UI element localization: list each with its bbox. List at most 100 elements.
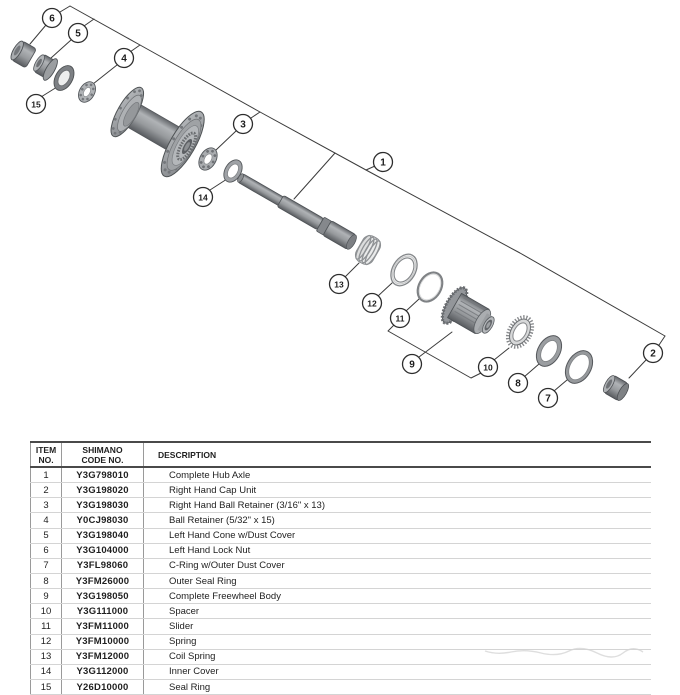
callout-15: 15 <box>25 93 47 115</box>
spoke-hole <box>119 106 122 110</box>
cell-description: Seal Ring <box>143 679 651 695</box>
leader-line <box>29 24 47 45</box>
retainer-balls <box>79 83 95 101</box>
cell-shimano-code: Y3G198050 <box>61 588 144 605</box>
callout-14: 14 <box>192 186 214 208</box>
cell-item-no: 11 <box>30 618 62 635</box>
part-freewheel-body <box>440 286 495 335</box>
leader-line <box>418 331 453 358</box>
leader-line <box>344 262 360 278</box>
cell-item-no: 10 <box>30 603 62 620</box>
callout-circle <box>25 93 47 115</box>
cell-description: Right Hand Ball Retainer (3/16" x 13) <box>143 497 651 514</box>
leader-line <box>553 379 568 392</box>
leader-line <box>215 130 237 151</box>
cell-description: Left Hand Lock Nut <box>143 543 651 559</box>
cell-description: Outer Seal Ring <box>143 573 651 590</box>
callout-number: 3 <box>240 119 246 130</box>
leader-line <box>365 165 376 171</box>
cell-shimano-code: Y3G198030 <box>61 497 144 514</box>
cell-description: Right Hand Cap Unit <box>143 482 651 499</box>
callout-number: 4 <box>121 53 127 64</box>
spoke-hole <box>194 114 198 118</box>
spoke-hole <box>166 149 170 153</box>
cell-shimano-code: Y3FL98060 <box>61 558 144 574</box>
cell-description: Slider <box>143 618 651 635</box>
callout-circle <box>41 7 63 29</box>
callout-10: 10 <box>477 356 499 378</box>
leader-line <box>658 335 666 346</box>
leader-line <box>69 5 666 337</box>
callout-circle <box>232 113 254 135</box>
parts-catalog-page: { "colors": { "background": "#ffffff", "… <box>10 5 666 695</box>
part-spacer <box>505 315 535 349</box>
leader-line <box>209 178 228 191</box>
cell-item-no: 3 <box>30 497 62 514</box>
cell-description: Complete Freewheel Body <box>143 588 651 605</box>
parts-layer <box>10 40 630 401</box>
leader-line <box>83 18 95 27</box>
callout-circle <box>361 292 383 314</box>
cell-shimano-code: Y3FM12000 <box>61 649 144 665</box>
part-spring <box>390 253 418 287</box>
spoke-hole <box>138 89 141 93</box>
callout-number: 12 <box>367 298 377 308</box>
cell-description: Spring <box>143 634 651 650</box>
callout-circle <box>113 47 135 69</box>
cell-item-no: 15 <box>30 679 62 695</box>
cell-item-no: 6 <box>30 543 62 559</box>
callout-8: 8 <box>507 372 529 394</box>
header-item-line2: NO. <box>38 454 54 465</box>
callout-circle <box>67 22 89 44</box>
cell-description: Left Hand Cone w/Dust Cover <box>143 528 651 544</box>
callout-4: 4 <box>113 47 135 69</box>
leader-layer <box>29 5 666 392</box>
cell-shimano-code: Y3G198020 <box>61 482 144 499</box>
spoke-hole <box>133 90 136 94</box>
cell-item-no: 1 <box>30 467 62 484</box>
part-inner-cover <box>223 159 243 183</box>
leader-line <box>387 324 482 379</box>
part-coil-spring <box>354 234 382 266</box>
cell-shimano-code: Y3G111000 <box>61 603 144 620</box>
part-seal-ring <box>53 65 75 91</box>
cell-description: Inner Cover <box>143 664 651 680</box>
parts-table-header: ITEM NO. SHIMANO CODE NO. DESCRIPTION <box>30 442 651 468</box>
callout-12: 12 <box>361 292 383 314</box>
cell-shimano-code: Y3FM10000 <box>61 634 144 650</box>
callout-5: 5 <box>67 22 89 44</box>
part-hub-axle <box>237 173 357 250</box>
spoke-hole <box>180 125 184 129</box>
callout-13: 13 <box>328 273 350 295</box>
part-left-hand-lock-nut <box>10 40 36 68</box>
callout-circle <box>328 273 350 295</box>
callout-circle <box>192 186 214 208</box>
callout-number: 14 <box>198 192 208 202</box>
cell-item-no: 5 <box>30 528 62 544</box>
cell-shimano-code: Y26D10000 <box>61 679 144 695</box>
part-ball-retainer <box>78 81 96 103</box>
cell-item-no: 12 <box>30 634 62 650</box>
part-left-hand-cone <box>33 54 58 81</box>
column-header-description: DESCRIPTION <box>143 442 651 468</box>
cell-item-no: 9 <box>30 588 62 605</box>
callout-7: 7 <box>537 387 559 409</box>
leader-line <box>50 39 72 59</box>
cell-description: C-Ring w/Outer Dust Cover <box>143 558 651 574</box>
cell-item-no: 2 <box>30 482 62 499</box>
leader-line <box>293 152 336 200</box>
callout-number: 8 <box>515 378 521 389</box>
